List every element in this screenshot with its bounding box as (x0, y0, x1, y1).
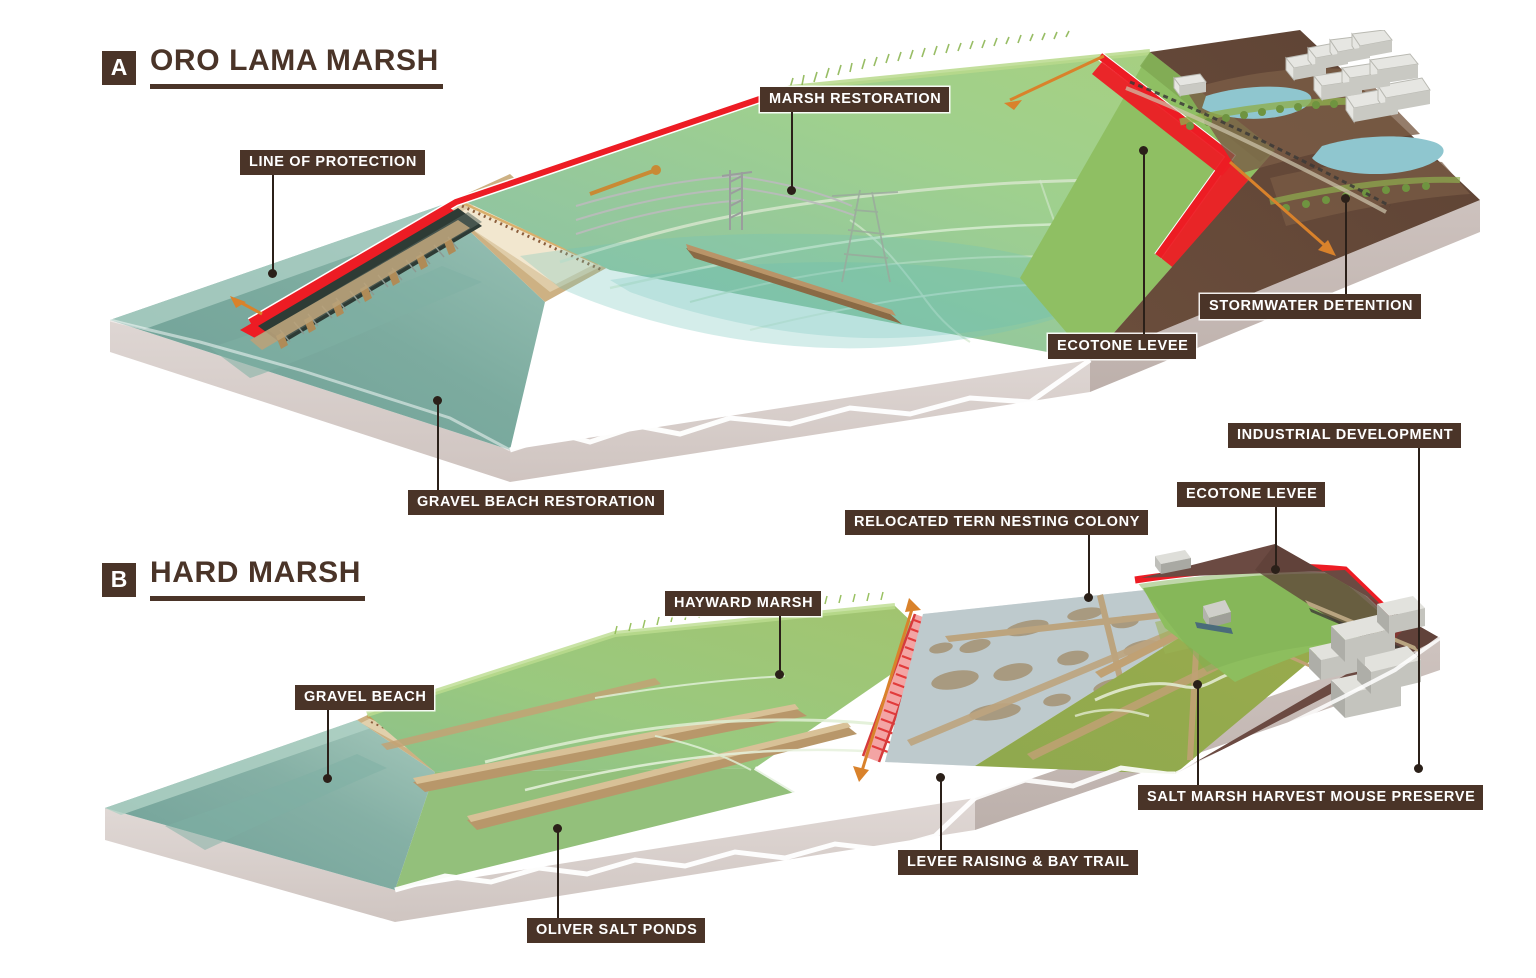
callout-gravel-beach-restoration[interactable]: GRAVEL BEACH RESTORATION (408, 490, 664, 516)
callout-line-of-protection[interactable]: LINE OF PROTECTION (240, 150, 425, 176)
extent-arrow-right-a (1229, 160, 1331, 252)
dot-line-of-protection (268, 269, 277, 278)
dot-marsh-restoration (787, 186, 796, 195)
leader-stormwater-detention (1345, 198, 1347, 294)
bay-water-shading-a (210, 266, 482, 378)
callout-oliver-salt-ponds[interactable]: OLIVER SALT PONDS (527, 918, 706, 944)
panel-a-heading: A ORO LAMA MARSH (102, 46, 443, 89)
panel-b-illustration (95, 530, 1455, 950)
callout-ecotone-levee-a[interactable]: ECOTONE LEVEE (1048, 334, 1197, 360)
dot-stormwater-detention (1341, 194, 1350, 203)
leader-hayward-marsh (779, 616, 781, 674)
leader-marsh-restoration (791, 112, 793, 190)
flood-wall-a (250, 208, 482, 350)
leader-gravel-beach (327, 710, 329, 778)
leader-line-of-protection (272, 175, 274, 272)
callout-stormwater-detention[interactable]: STORMWATER DETENTION (1200, 294, 1422, 320)
small-building-b (1155, 550, 1191, 574)
callout-relocated-tern-colony[interactable]: RELOCATED TERN NESTING COLONY (845, 510, 1149, 536)
callout-gravel-beach[interactable]: GRAVEL BEACH (295, 685, 435, 711)
callout-marsh-restoration[interactable]: MARSH RESTORATION (760, 87, 950, 113)
extent-arrow-levee-b (859, 605, 915, 775)
block-side-front-b (105, 808, 395, 922)
callout-salt-marsh-mouse[interactable]: SALT MARSH HARVEST MOUSE PRESERVE (1138, 785, 1484, 811)
block-side-front-a (110, 320, 510, 482)
buildings-a (1173, 30, 1431, 124)
dot-gravel-beach (323, 774, 332, 783)
dot-ecotone-levee-a (1139, 146, 1148, 155)
marsh-levee-path-b1 (413, 708, 807, 792)
leader-industrial-development (1418, 448, 1420, 768)
dot-industrial-development (1414, 764, 1423, 773)
grass-tufts-a (789, 30, 1070, 89)
bay-water-edge-a (110, 205, 462, 329)
extent-arrow-top-a (1009, 54, 1105, 102)
panel-b-heading: B HARD MARSH (102, 558, 365, 601)
oliver-salt-ponds-b (395, 768, 795, 890)
orange-tie-a (589, 168, 657, 196)
rail-line-a (1129, 80, 1391, 208)
preserve-creek-b (1094, 670, 1236, 702)
callout-ecotone-levee-b[interactable]: ECOTONE LEVEE (1177, 482, 1326, 508)
panel-b-underline (150, 596, 365, 601)
panel-a-title: ORO LAMA MARSH (150, 44, 439, 77)
leader-levee-raising-bay-trail (940, 777, 942, 850)
dot-salt-marsh-mouse (1193, 680, 1202, 689)
detention-pond-2-a (1312, 136, 1444, 175)
tern-causeway-b1 (945, 612, 1165, 642)
panel-b-badge: B (102, 562, 136, 597)
callout-levee-raising-bay-trail[interactable]: LEVEE RAISING & BAY TRAIL (898, 850, 1138, 876)
panel-a-underline (150, 84, 443, 89)
dot-hayward-marsh (775, 670, 784, 679)
leader-salt-marsh-mouse (1197, 684, 1199, 785)
callout-hayward-marsh[interactable]: HAYWARD MARSH (665, 591, 822, 617)
industrial-buildings-b (1309, 596, 1425, 718)
culvert-structure-b (1195, 600, 1233, 634)
dot-oliver-salt-ponds (553, 824, 562, 833)
callout-industrial-development[interactable]: INDUSTRIAL DEVELOPMENT (1228, 423, 1462, 449)
beach-crest-path-a (461, 204, 603, 272)
leader-ecotone-levee-a (1143, 150, 1145, 334)
leader-ecotone-levee-b (1275, 507, 1277, 569)
panel-a-badge: A (102, 50, 136, 85)
cut-edge-b (394, 796, 977, 893)
transmission-lines-a (575, 175, 857, 235)
panel-b-title: HARD MARSH (150, 556, 361, 589)
line-of-protection-red-a (248, 89, 781, 325)
dot-ecotone-levee-b (1271, 565, 1280, 574)
block-side-front-b2 (395, 798, 975, 922)
dot-gravel-beach-restoration (433, 396, 442, 405)
leader-oliver-salt-ponds (557, 828, 559, 918)
transmission-tower-near-a (721, 170, 753, 230)
cut-edge-a (509, 357, 1092, 453)
tern-causeway-b3 (907, 628, 1179, 746)
leader-gravel-beach-restoration (437, 400, 439, 490)
dot-relocated-tern-colony (1084, 593, 1093, 602)
boardwalk-a (686, 248, 902, 324)
leader-relocated-tern-colony (1088, 535, 1090, 597)
marsh-levee-path-b3 (381, 678, 661, 750)
dot-levee-raising-bay-trail (936, 773, 945, 782)
transmission-tower-far-a (831, 189, 899, 283)
